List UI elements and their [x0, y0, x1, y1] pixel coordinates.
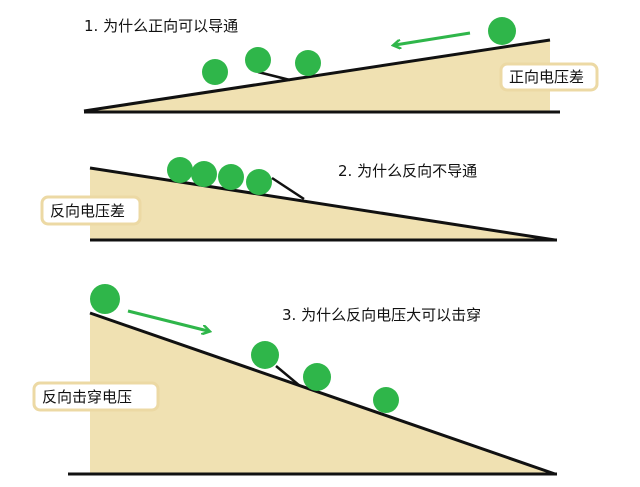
ball-2d [246, 169, 272, 195]
ball-2a [167, 157, 193, 183]
panel-3: 3. 为什么反向电压大可以击穿 反向击穿电压 [32, 284, 557, 476]
panel-1-tag-box [499, 62, 599, 92]
ball-2b [191, 161, 217, 187]
ball-link-3 [275, 365, 301, 387]
slope-2-surface [89, 166, 556, 242]
ball-1c [295, 50, 321, 76]
ball-3c [303, 363, 331, 391]
slope-1-surface [83, 38, 551, 113]
ball-3a [90, 284, 120, 314]
panel-3-title: 3. 为什么反向电压大可以击穿 [282, 306, 481, 324]
ball-1a [202, 59, 228, 85]
panel-2-title: 2. 为什么反向不导通 [338, 162, 477, 180]
arrow-1 [395, 31, 471, 45]
arrow-3 [127, 309, 208, 331]
panel-1: 1. 为什么正向可以导通 正向电压差 [83, 17, 599, 114]
panel-1-title: 1. 为什么正向可以导通 [84, 17, 238, 35]
panel-2: 2. 为什么反向不导通 反向电压差 [40, 157, 557, 242]
slope-3-surface [89, 311, 556, 476]
ball-link-2 [271, 176, 305, 201]
panel-2-tag-box [40, 195, 142, 226]
ball-1b [245, 47, 271, 73]
panel-2-label: 反向电压差 [50, 202, 125, 220]
panel-3-label: 反向击穿电压 [42, 388, 132, 406]
ball-1d [488, 17, 516, 45]
ball-link-1 [257, 70, 291, 82]
panel-3-tag-box [32, 381, 160, 412]
ball-2c [218, 164, 244, 190]
ball-3d [373, 387, 399, 413]
panel-1-label: 正向电压差 [509, 68, 584, 86]
ball-3b [251, 341, 279, 369]
